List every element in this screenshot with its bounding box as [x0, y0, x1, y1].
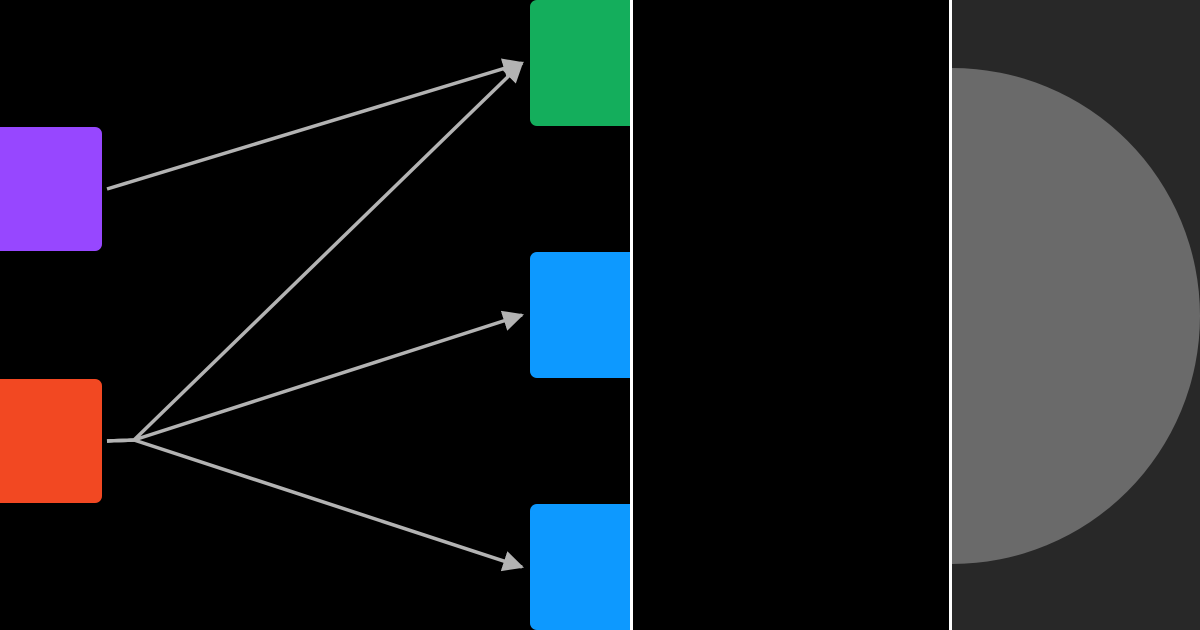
flow-diagram	[0, 0, 630, 630]
nodes-layer	[0, 0, 630, 630]
edge-source-purple-to-target-green	[106, 58, 525, 191]
node-target-blue-2[interactable]	[530, 504, 630, 630]
edge-source-orange-to-target-green	[106, 61, 524, 443]
half-circle	[952, 68, 1200, 564]
edge-source-orange-to-target-blue-2	[106, 438, 524, 572]
node-source-orange[interactable]	[0, 379, 102, 503]
edges-layer	[106, 58, 525, 572]
node-target-blue-1[interactable]	[530, 252, 630, 378]
right-divider	[949, 0, 952, 630]
half-circle-shape	[952, 68, 1200, 564]
right-panel	[952, 0, 1200, 630]
node-source-purple[interactable]	[0, 127, 102, 251]
edge-source-orange-to-target-blue-1	[106, 310, 524, 443]
node-target-green[interactable]	[530, 0, 630, 126]
left-divider	[630, 0, 633, 630]
